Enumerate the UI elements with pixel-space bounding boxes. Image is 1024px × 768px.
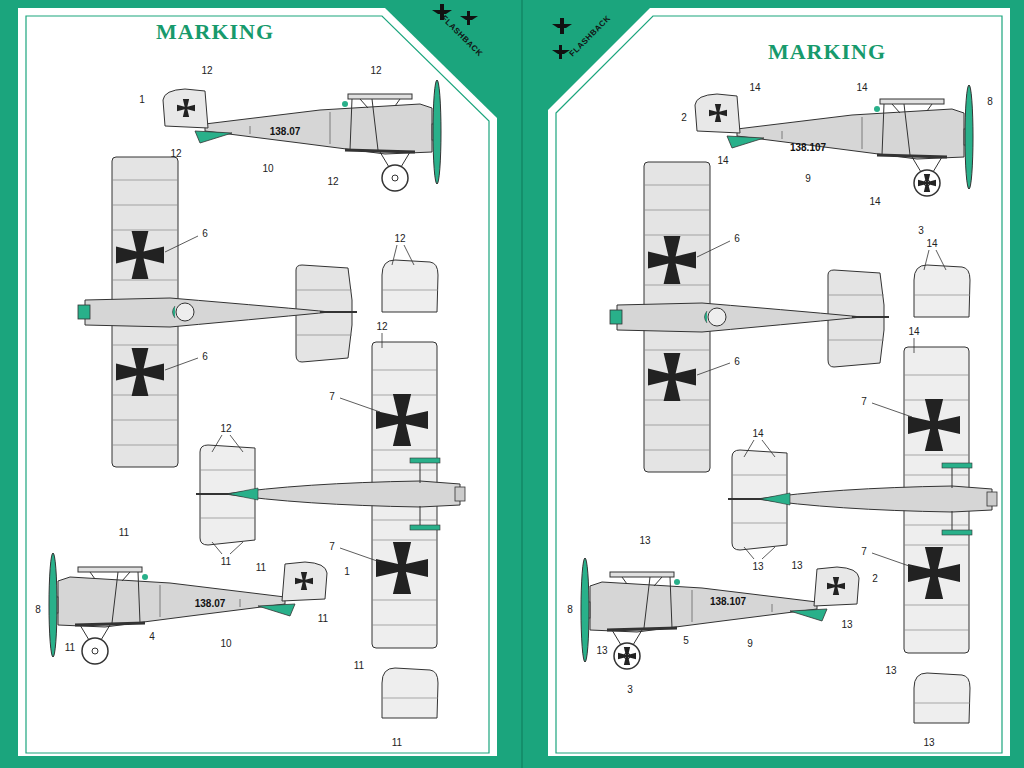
callout-number: 14 (908, 326, 919, 337)
callout-number: 12 (370, 65, 381, 76)
callout-number: 13 (791, 560, 802, 571)
callout-number: 11 (318, 613, 328, 624)
callout-number: 1 (139, 94, 145, 105)
callout-number: 11 (65, 642, 75, 653)
callout-number: 6 (202, 351, 208, 362)
brand-logo-text: FLASHBACK (439, 13, 485, 59)
callout-number: 12 (220, 423, 231, 434)
callout-number: 14 (856, 82, 867, 93)
callout-number: 8 (987, 96, 993, 107)
callout-number: 14 (869, 196, 880, 207)
callout-number: 10 (262, 163, 273, 174)
brand-logo-text: FLASHBACK (567, 13, 613, 59)
callout-number: 13 (885, 665, 896, 676)
callout-number: 8 (35, 604, 41, 615)
callout-number: 12 (201, 65, 212, 76)
callout-number: 6 (734, 233, 740, 244)
wheel-cross (618, 174, 936, 665)
callout-number: 6 (202, 228, 208, 239)
left-page-aircraft (49, 80, 465, 718)
left-page (18, 8, 497, 756)
callout-number: 11 (221, 556, 231, 567)
callout-number: 13 (841, 619, 852, 630)
serial-number: 138.107 (790, 142, 826, 153)
right-page (548, 8, 1010, 756)
callout-number: 13 (752, 561, 763, 572)
right-page-aircraft (581, 85, 997, 723)
callout-number: 10 (220, 638, 231, 649)
callout-number: 11 (119, 527, 129, 538)
callout-number: 7 (861, 546, 867, 557)
page-heading: MARKING (768, 40, 886, 64)
callout-number: 2 (872, 573, 878, 584)
callout-number: 11 (256, 562, 266, 573)
callout-number: 5 (683, 635, 689, 646)
callout-number: 12 (170, 148, 181, 159)
callout-number: 8 (567, 604, 573, 615)
callout-number: 7 (329, 541, 335, 552)
callout-number: 11 (392, 737, 402, 748)
callout-number: 3 (627, 684, 633, 695)
callout-number: 4 (149, 631, 155, 642)
callout-number: 12 (327, 176, 338, 187)
logo-icon (432, 4, 572, 59)
callout-number: 14 (749, 82, 760, 93)
serial-number: 138.07 (195, 598, 226, 609)
callout-number: 13 (923, 737, 934, 748)
callout-number: 14 (717, 155, 728, 166)
callout-number: 9 (805, 173, 811, 184)
callout-number: 2 (681, 112, 687, 123)
callout-number: 12 (376, 321, 387, 332)
callout-number: 13 (596, 645, 607, 656)
callout-number: 12 (394, 233, 405, 244)
serial-number: 138.107 (710, 596, 746, 607)
callout-number: 14 (926, 238, 937, 249)
callout-number: 3 (918, 225, 924, 236)
callout-number: 1 (344, 566, 350, 577)
serial-number: 138.07 (270, 126, 301, 137)
callout-number: 9 (747, 638, 753, 649)
callout-number: 13 (639, 535, 650, 546)
callout-number: 11 (354, 660, 364, 671)
callout-number: 7 (861, 396, 867, 407)
callout-number: 14 (752, 428, 763, 439)
page-heading: MARKING (156, 20, 274, 44)
callout-number: 7 (329, 391, 335, 402)
callout-number: 6 (734, 356, 740, 367)
